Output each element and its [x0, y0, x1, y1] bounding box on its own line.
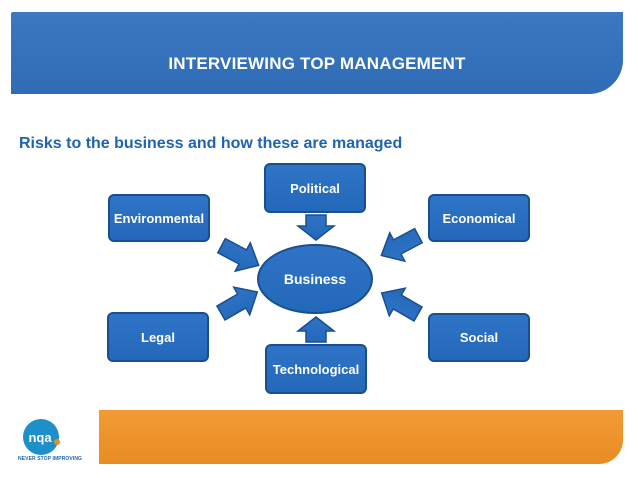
- nqa-logo-icon: nqa: [23, 419, 60, 455]
- arrow-political-icon: [295, 214, 337, 241]
- arrow-economical-icon: [380, 227, 424, 263]
- node-environmental: Environmental: [108, 194, 210, 242]
- logo-tagline: NEVER STOP IMPROVING: [18, 456, 83, 462]
- arrow-legal-icon: [215, 286, 259, 321]
- arrow-social-icon: [380, 287, 424, 322]
- arrow-technological-icon: [295, 316, 337, 343]
- footer-bar: [11, 410, 623, 464]
- slide-subtitle: Risks to the business and how these are …: [19, 135, 403, 152]
- node-legal: Legal: [107, 312, 209, 362]
- logo-text: nqa: [28, 430, 52, 445]
- slide-title: INTERVIEWING TOP MANAGEMENT: [168, 54, 466, 73]
- node-technological: Technological: [265, 344, 367, 394]
- node-business: Business: [257, 244, 373, 314]
- header-banner: INTERVIEWING TOP MANAGEMENT: [11, 12, 623, 94]
- node-social: Social: [428, 313, 530, 362]
- node-political: Political: [264, 163, 366, 213]
- node-economical: Economical: [428, 194, 530, 242]
- arrow-environmental-icon: [216, 237, 260, 273]
